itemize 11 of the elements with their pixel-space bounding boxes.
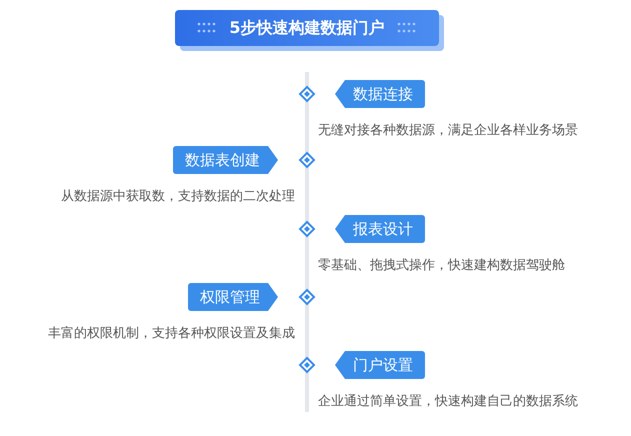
step-tag: 数据表创建 — [173, 146, 278, 174]
step-tag: 权限管理 — [188, 283, 278, 311]
step-description: 丰富的权限机制，支持各种权限设置及集成 — [48, 325, 295, 342]
title: 5步快速构建数据门户 — [229, 18, 385, 38]
step-description: 从数据源中获取数，支持数据的二次处理 — [61, 188, 295, 205]
step-description: 零基础、拖拽式操作，快速建构数据驾驶舱 — [318, 257, 565, 274]
step-tag: 门户设置 — [335, 351, 425, 379]
step-tag: 报表设计 — [335, 215, 425, 243]
step-description: 企业通过简单设置，快速构建自己的数据系统 — [318, 393, 578, 410]
step-description: 无缝对接各种数据源，满足企业各样业务场景 — [318, 122, 578, 139]
step-tag: 数据连接 — [335, 80, 425, 108]
